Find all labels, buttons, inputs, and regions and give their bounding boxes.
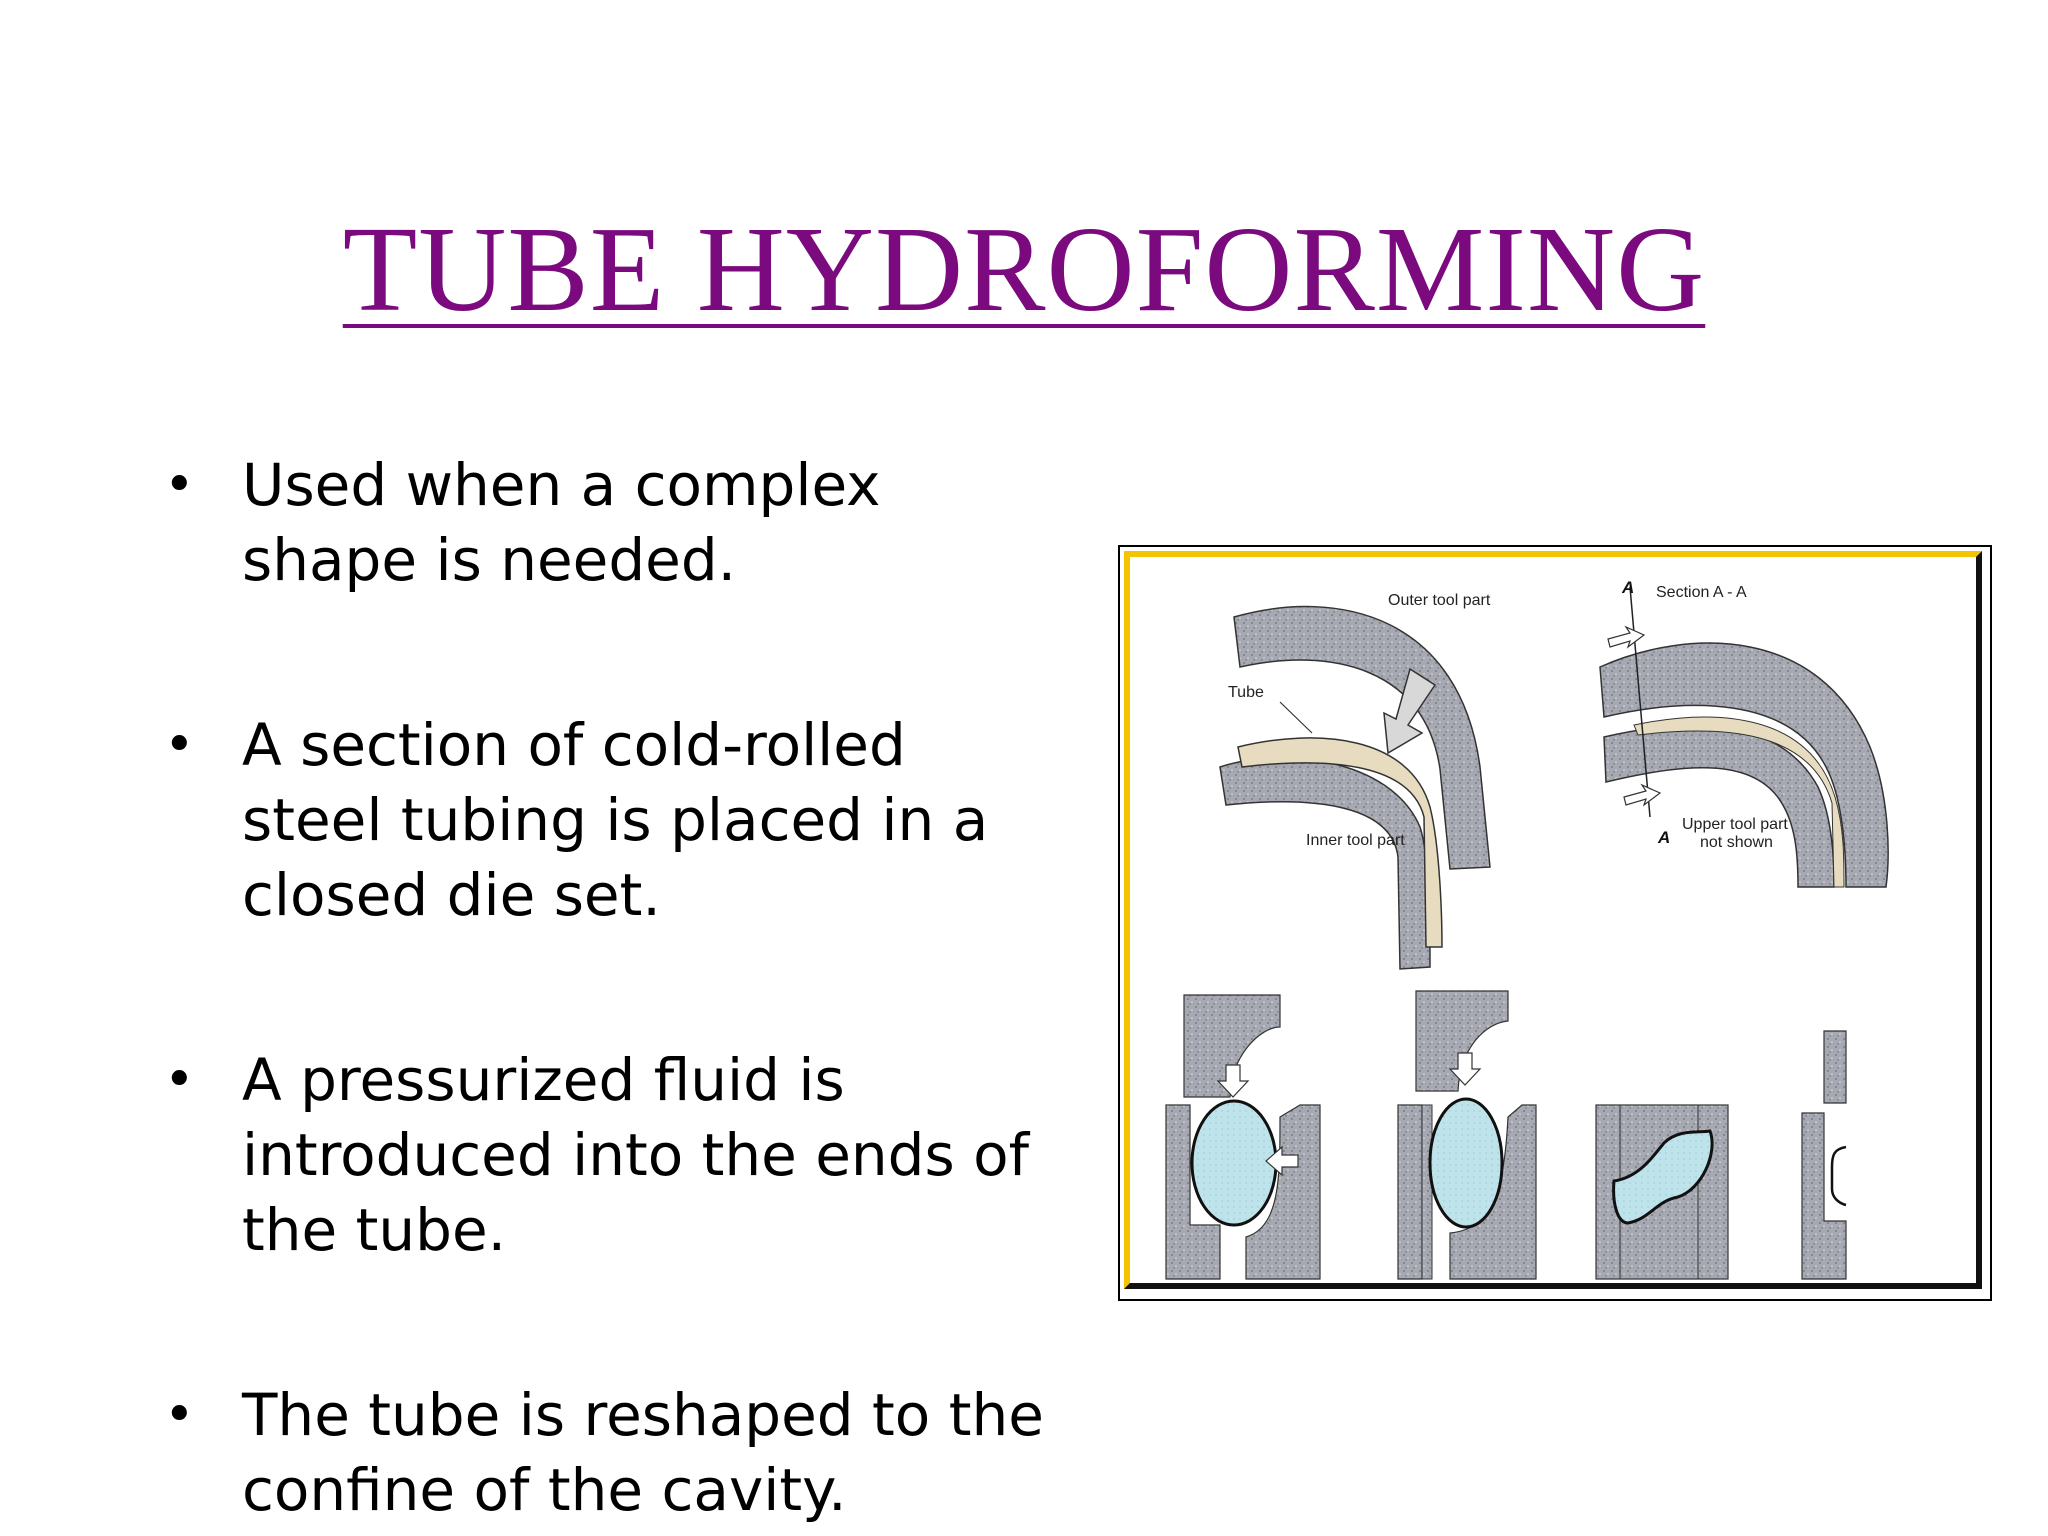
fluid-arrow-top-icon [1607, 625, 1646, 649]
label-upper-tool-1: Upper tool part [1682, 816, 1788, 833]
outer-tool-part [1233, 605, 1491, 870]
bullet-text: The tube is reshaped to the confine of t… [242, 1381, 1044, 1524]
bullet-item: • A section of cold-rolled steel tubing … [160, 708, 1060, 933]
bullet-text: A pressurized fluid is introduced into t… [242, 1046, 1030, 1264]
bullet-text: Used when a complex shape is needed. [242, 451, 881, 594]
press-arrow-icon [1383, 667, 1437, 755]
bullet-item: • The tube is reshaped to the confine of… [160, 1378, 1060, 1528]
bullet-list: • Used when a complex shape is needed. •… [160, 448, 1060, 1528]
label-section-marker-bottom: A [1657, 828, 1670, 847]
tube-shape [1237, 737, 1443, 948]
label-tube: Tube [1228, 684, 1264, 701]
bend-diagram-right: A Section A - A A Upper tool part not sh… [1599, 578, 1889, 888]
label-section-marker-top: A [1621, 578, 1634, 597]
bullet-dot-icon: • [164, 715, 195, 775]
upper-outer-tool [1599, 642, 1889, 888]
bullet-dot-icon: • [164, 455, 195, 515]
cross-section-1 [1165, 994, 1321, 1280]
hydroforming-diagram: Outer tool part Tube Inner tool part A S… [1165, 578, 1889, 1280]
cross-section-4 [1801, 1030, 1847, 1280]
press-side-arrow-icon [1265, 1145, 1299, 1177]
cross-section-3 [1595, 1104, 1729, 1280]
bullet-item: • Used when a complex shape is needed. [160, 448, 1060, 598]
label-section-title: Section A - A [1656, 584, 1747, 601]
bullet-dot-icon: • [164, 1050, 195, 1110]
bullet-dot-icon: • [164, 1385, 195, 1445]
cross-section-2 [1397, 990, 1537, 1280]
hydroforming-figure: Outer tool part Tube Inner tool part A S… [1118, 545, 1992, 1301]
bend-diagram-left: Outer tool part Tube Inner tool part [1219, 592, 1491, 970]
label-upper-tool-2: not shown [1700, 834, 1773, 851]
inner-tool-part [1219, 757, 1431, 970]
figure-frame: Outer tool part Tube Inner tool part A S… [1124, 551, 1982, 1289]
label-outer-tool: Outer tool part [1388, 592, 1491, 609]
press-down-arrow-icon [1216, 1064, 1250, 1098]
fluid-arrow-bottom-icon [1623, 783, 1662, 807]
section-tube [1633, 716, 1845, 888]
label-inner-tool: Inner tool part [1306, 832, 1405, 849]
press-down-arrow-icon [1448, 1052, 1482, 1086]
slide-title: TUBE HYDROFORMING [342, 202, 1706, 337]
bullet-text: A section of cold-rolled steel tubing is… [242, 711, 989, 929]
bullet-item: • A pressurized fluid is introduced into… [160, 1043, 1060, 1268]
formed-tube-shape [1612, 1129, 1714, 1225]
